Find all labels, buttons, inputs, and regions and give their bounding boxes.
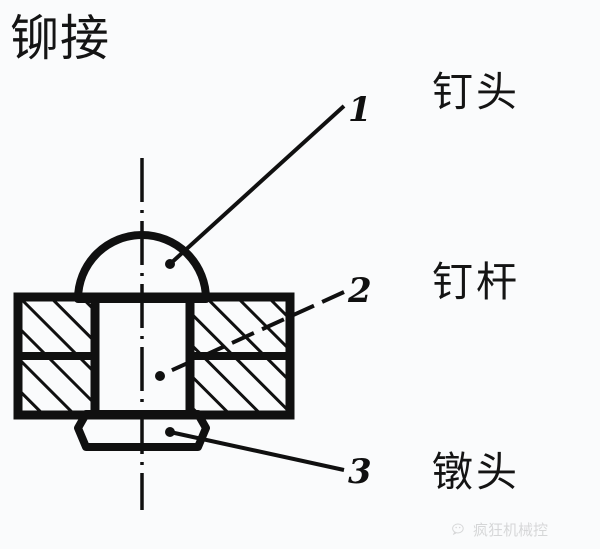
leader-line-2 (155, 290, 345, 381)
plate-surface-lines (18, 292, 290, 420)
plate-hatching-group (18, 297, 290, 415)
callout-label-rivet-shank: 钉杆 (432, 258, 520, 306)
rivet-hole-walls (90, 297, 195, 415)
callout-number-3: 3 (348, 452, 372, 492)
plate-top-left-hatch (18, 297, 95, 356)
leader-2-dot (155, 371, 165, 381)
callout-label-upset-head: 镦头 (432, 448, 520, 496)
watermark: 疯狂机械控 (452, 519, 548, 540)
leader-3-dot (165, 427, 175, 437)
watermark-text: 疯狂机械控 (473, 521, 549, 539)
plate-top-right-hatch (190, 297, 290, 356)
leader-line-3 (165, 427, 345, 472)
plate-bottom-left-hatch (18, 356, 95, 415)
leader-line-1 (165, 104, 346, 269)
wechat-icon (452, 523, 464, 535)
plate-bottom-right-hatch (190, 356, 290, 415)
diagram-title: 铆接 (10, 10, 111, 67)
callout-number-1: 1 (348, 90, 372, 130)
leader-1-dot (165, 259, 175, 269)
callout-number-2: 2 (348, 271, 372, 311)
rivet-head-dome (74, 231, 210, 303)
callout-label-rivet-head: 钉头 (432, 68, 520, 116)
